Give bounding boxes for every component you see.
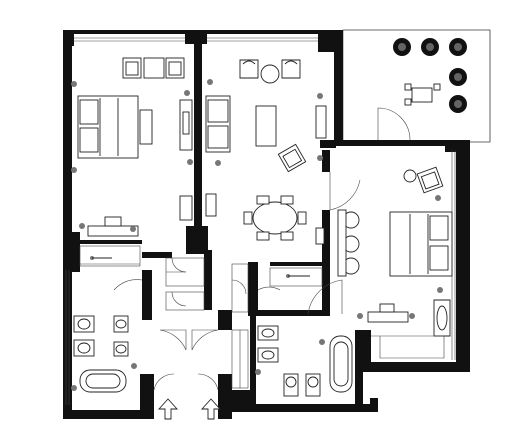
armchair <box>281 59 301 79</box>
tree-icon <box>449 68 467 86</box>
cabinet <box>179 195 193 221</box>
terrace-door <box>377 107 411 141</box>
entry-arrow-icon <box>200 398 222 420</box>
bathtub <box>79 369 127 393</box>
shower <box>79 245 141 267</box>
entrance-door <box>159 329 187 351</box>
bidet <box>113 341 129 357</box>
walls <box>63 30 470 419</box>
closet <box>165 291 205 311</box>
closet <box>231 263 249 313</box>
entrance <box>153 257 249 420</box>
bedroom <box>71 57 193 237</box>
door <box>113 279 143 291</box>
shower <box>269 267 323 287</box>
toilet <box>113 315 129 333</box>
armchair <box>416 166 444 194</box>
tree-icon <box>449 38 467 56</box>
double-bed <box>77 95 139 159</box>
double-bed <box>389 211 453 277</box>
stool <box>104 216 122 227</box>
terrace-boundary <box>342 29 491 143</box>
terrace <box>342 29 491 143</box>
door <box>307 279 343 315</box>
desk <box>367 311 409 323</box>
side-table <box>143 57 165 79</box>
armchair <box>165 57 185 79</box>
armchair <box>122 57 142 79</box>
tv-console <box>315 105 327 139</box>
second-bedroom <box>307 166 453 359</box>
terrace-trees <box>393 38 467 113</box>
armchair <box>277 143 307 173</box>
double-sink <box>73 315 95 357</box>
side-table <box>260 64 280 84</box>
bidet <box>305 373 321 397</box>
double-sink <box>257 325 279 363</box>
cabinet <box>205 193 217 217</box>
tree-icon <box>449 95 467 113</box>
coffee-table <box>255 105 277 147</box>
terrace-table <box>404 83 441 106</box>
sofa <box>205 95 231 153</box>
dining-table <box>243 195 307 241</box>
second-bathroom <box>255 267 353 397</box>
door <box>329 172 361 211</box>
armchair <box>239 59 259 79</box>
tree-icon <box>393 38 411 56</box>
dressing-table <box>337 209 347 277</box>
tree-icon <box>421 38 439 56</box>
entry-arrow-icon <box>157 398 179 420</box>
toilet <box>283 373 299 397</box>
bench <box>139 109 153 145</box>
living-room <box>205 59 361 245</box>
bathroom <box>71 245 143 393</box>
bathtub <box>329 335 353 393</box>
